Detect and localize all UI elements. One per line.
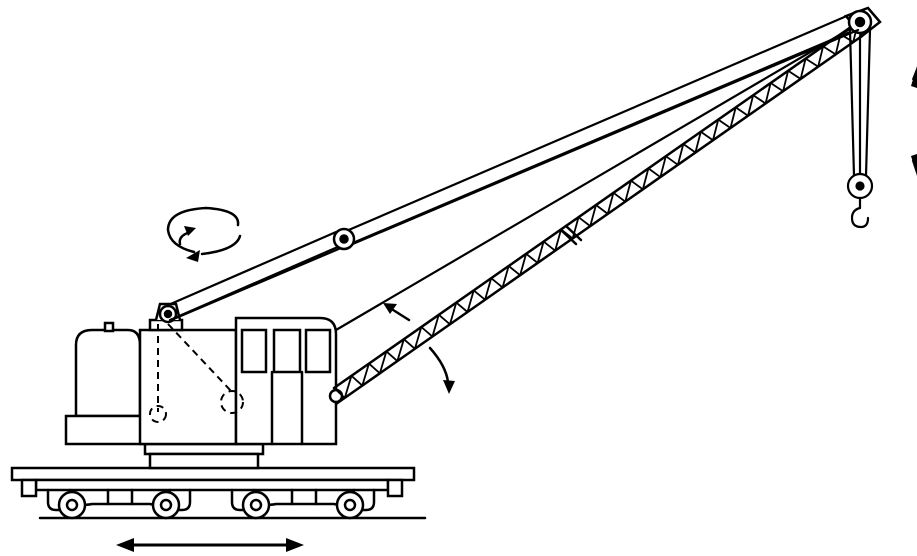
lacing-member xyxy=(490,277,504,289)
hoist-down-arrow-icon xyxy=(911,154,917,176)
lacing-member xyxy=(735,106,749,117)
lacing-member xyxy=(694,131,702,153)
lacing-member xyxy=(799,58,807,80)
lacing-member xyxy=(787,70,802,80)
luff-up-arrow-icon xyxy=(383,303,411,322)
boom-lacing xyxy=(333,21,859,399)
lacing-member xyxy=(414,326,423,350)
slew-rotation-arrow-icon xyxy=(166,206,242,262)
cab-window xyxy=(272,328,302,374)
lacing-member xyxy=(449,302,458,325)
crane-house xyxy=(64,302,338,446)
lacing-member xyxy=(589,204,597,227)
lacing-member xyxy=(403,338,416,350)
lacing-member xyxy=(817,46,824,67)
boom-tip-pin xyxy=(854,16,866,28)
internal-rigging-hidden xyxy=(149,323,244,423)
lacing-member xyxy=(606,192,615,215)
lacing-member xyxy=(717,118,732,129)
turntable-base xyxy=(143,442,265,470)
lacing-member xyxy=(700,131,714,142)
hook-icon xyxy=(850,206,870,229)
lacing-member xyxy=(473,289,486,301)
lacing-member xyxy=(612,192,626,203)
lacing-member xyxy=(682,143,696,154)
wheel-hub xyxy=(159,498,173,512)
lacing-member xyxy=(805,57,819,68)
wheel-hub xyxy=(65,498,79,512)
lacing-member xyxy=(665,155,679,166)
lacing-member xyxy=(659,155,667,178)
lacing-member xyxy=(431,314,440,337)
luff-down-arrow-icon xyxy=(428,346,455,394)
exhaust-stack xyxy=(103,321,115,333)
lacing-member xyxy=(641,168,650,190)
engine-step xyxy=(64,414,148,446)
travel-double-arrow-icon xyxy=(116,538,304,552)
coupler-right xyxy=(386,478,404,498)
lacing-member xyxy=(455,301,469,313)
lacing-member xyxy=(822,45,837,56)
lacing-member xyxy=(350,375,363,387)
lacing-member xyxy=(577,216,591,227)
hoist-up-arrow-icon xyxy=(911,66,917,88)
lacing-member xyxy=(343,375,353,399)
gantry-pin xyxy=(163,309,173,319)
flatcar-sill xyxy=(34,478,390,492)
equalizer-sheave xyxy=(332,227,356,251)
lacing-member xyxy=(484,277,493,300)
lacing-member xyxy=(543,240,556,252)
boom-pendant-lines xyxy=(164,10,860,332)
truck-right xyxy=(230,488,376,520)
lacing-member xyxy=(554,229,562,251)
hook-block-pin xyxy=(855,181,865,191)
lattice-boom xyxy=(328,20,864,406)
flatcar-deck xyxy=(10,466,416,482)
cab-window xyxy=(240,328,268,374)
lacing-member xyxy=(396,338,405,362)
lacing-member xyxy=(438,314,451,325)
lacing-member xyxy=(595,204,609,215)
lacing-member xyxy=(466,290,475,313)
lacing-member xyxy=(571,216,580,239)
lacing-member xyxy=(782,70,790,92)
lacing-member xyxy=(677,143,685,166)
wheel-hub xyxy=(343,498,357,512)
lacing-member xyxy=(501,265,510,288)
lacing-member xyxy=(508,265,521,276)
lacing-member xyxy=(333,387,346,399)
truck-left xyxy=(46,488,192,520)
lacing-member xyxy=(630,179,644,191)
lacing-member xyxy=(770,82,784,92)
cab-window xyxy=(304,328,332,374)
engine-hood xyxy=(74,328,142,418)
lacing-member xyxy=(361,363,370,386)
wheel-hub xyxy=(249,498,263,512)
boom-tip xyxy=(843,6,882,38)
lacing-member xyxy=(420,326,434,338)
hook-block xyxy=(846,28,874,229)
house-body xyxy=(138,328,238,446)
coupler-left xyxy=(20,478,38,498)
lacing-member xyxy=(368,362,381,375)
lacing-member xyxy=(624,180,632,202)
lacing-member xyxy=(385,350,398,362)
lacing-member xyxy=(764,82,772,104)
lacing-member xyxy=(712,119,720,141)
lacing-member xyxy=(378,351,388,374)
lacing-member xyxy=(560,228,574,240)
lacing-member xyxy=(519,253,527,276)
lacing-member xyxy=(525,253,539,264)
lacing-member xyxy=(647,167,661,178)
lacing-member xyxy=(752,94,767,105)
lacing-member xyxy=(536,241,545,264)
lacing-member xyxy=(729,107,737,129)
lacing-member xyxy=(747,94,755,116)
